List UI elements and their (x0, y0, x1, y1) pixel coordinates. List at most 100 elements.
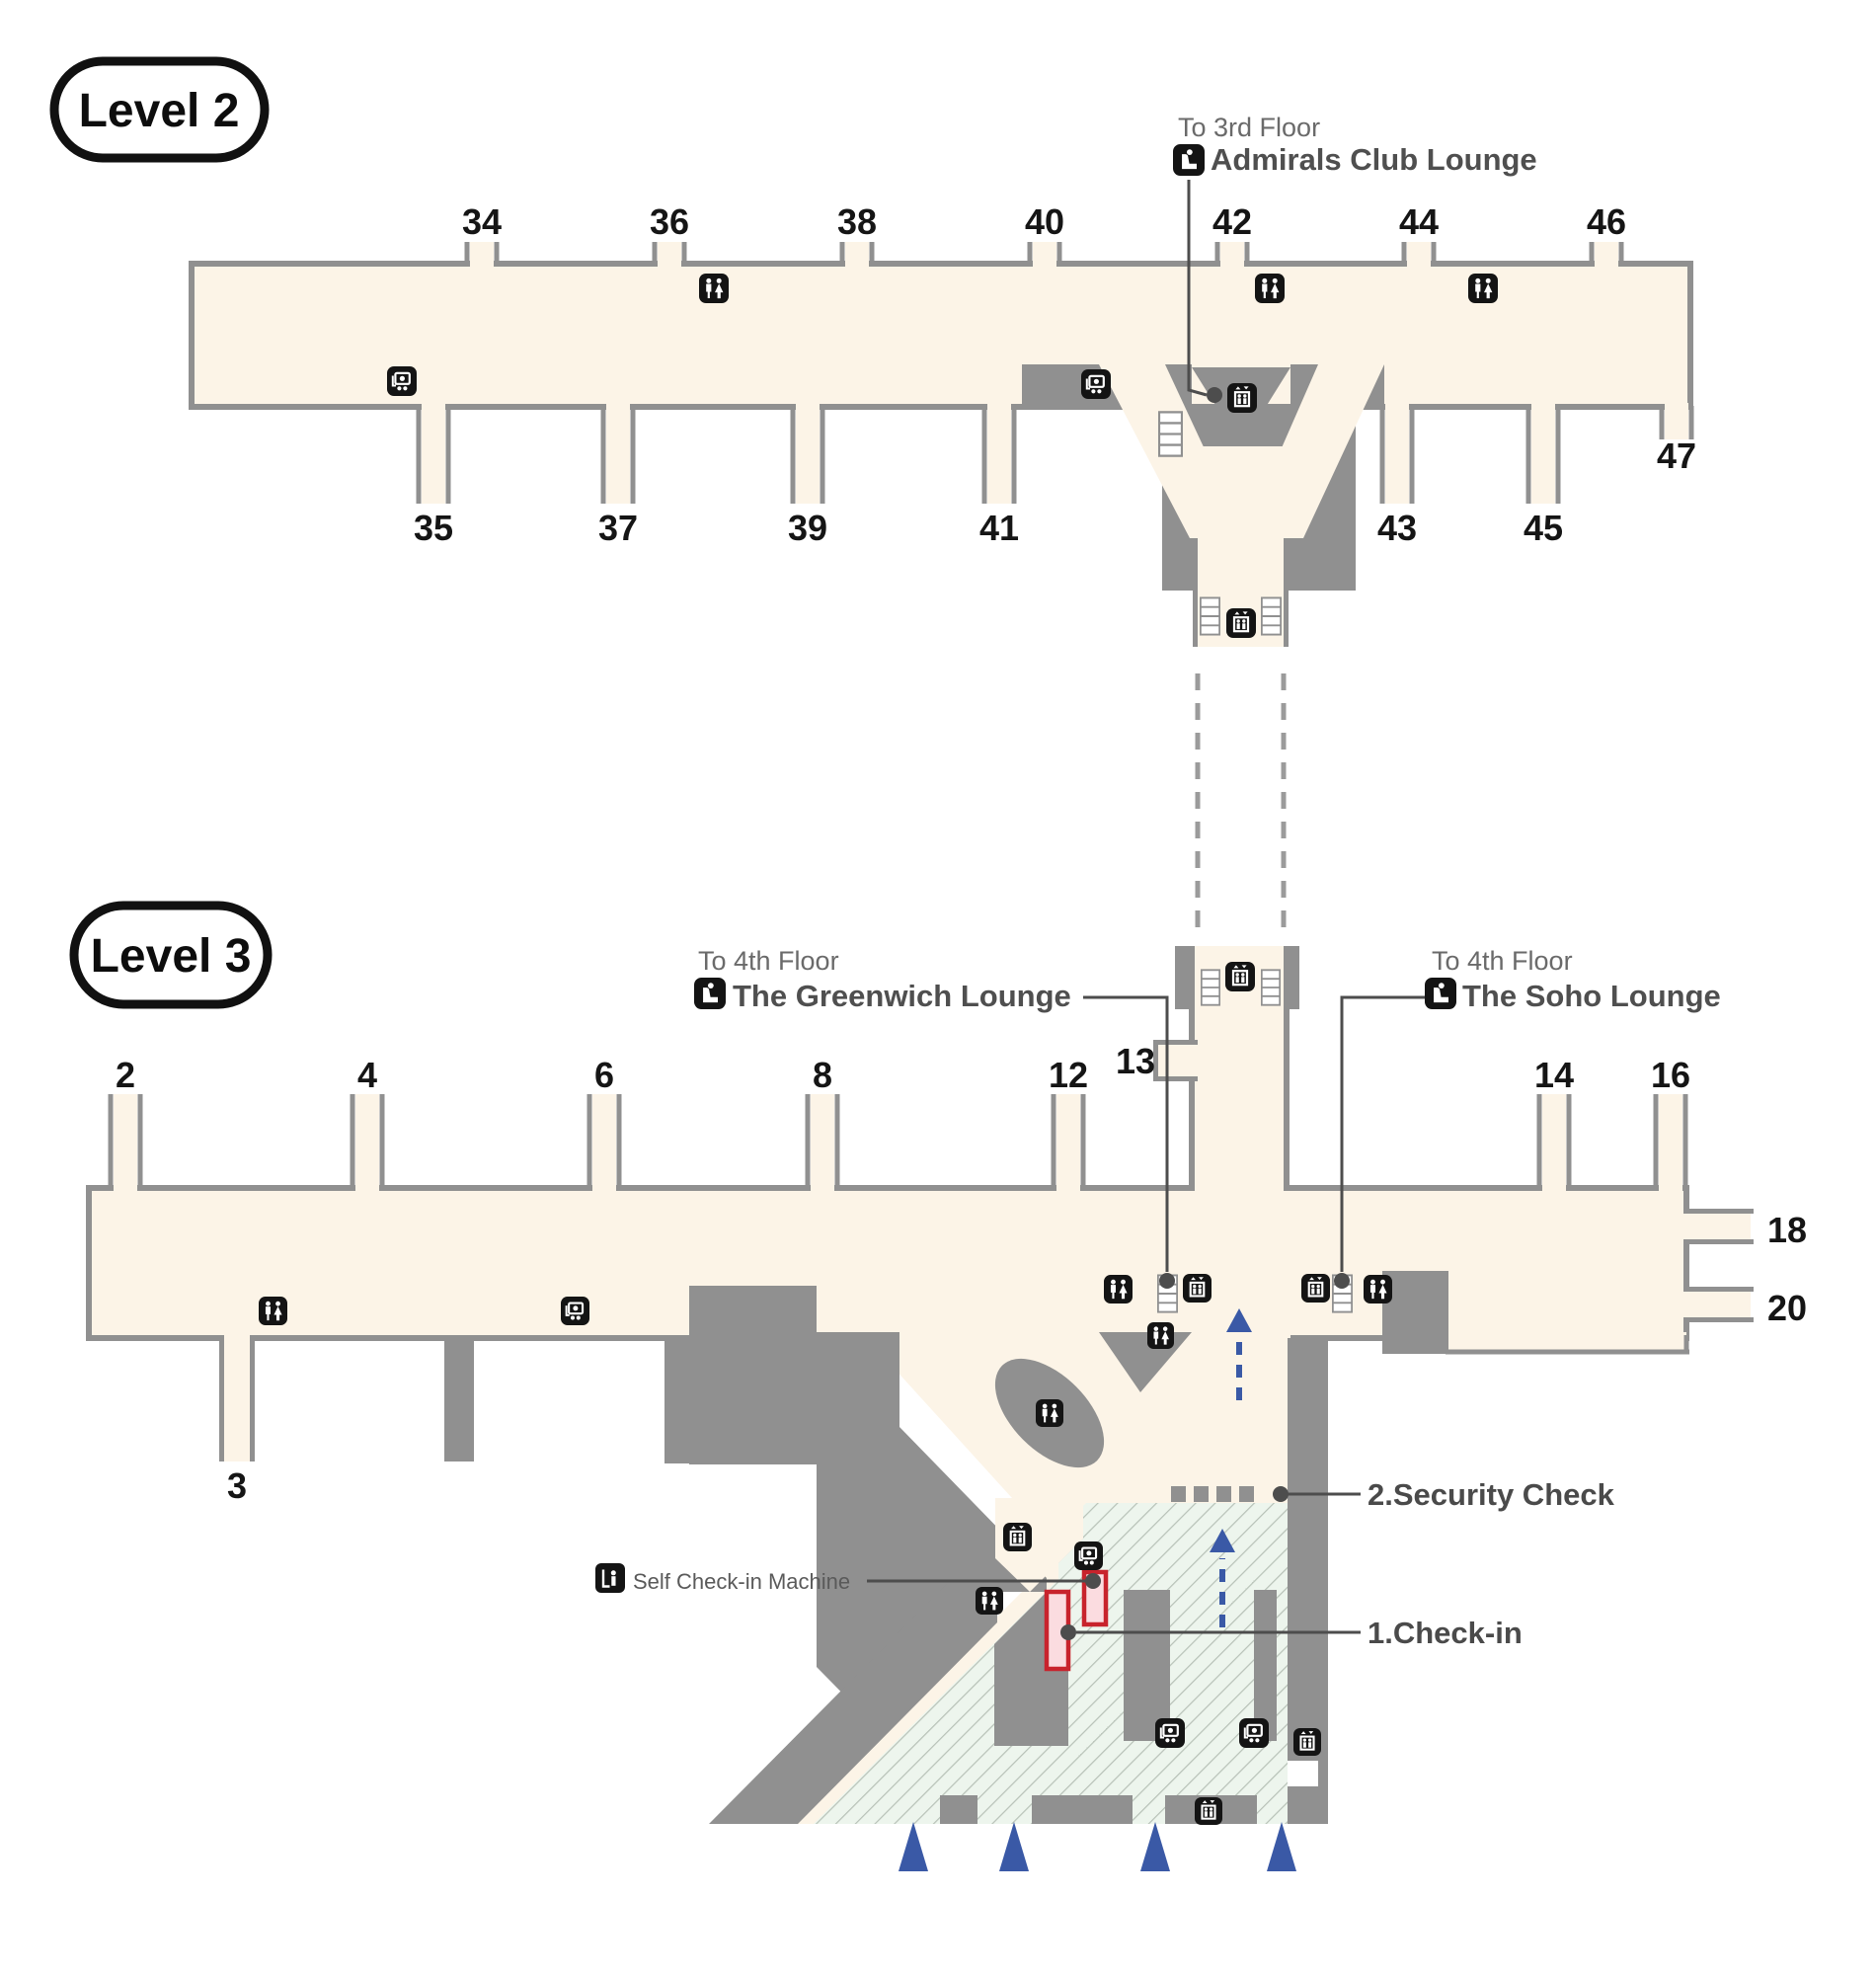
elevator-icon (1301, 1274, 1330, 1303)
gate-stub (114, 1094, 137, 1192)
atm-icon (1074, 1541, 1103, 1570)
gate-number: 6 (594, 1055, 614, 1095)
gate-3-label: 3 (227, 1465, 247, 1506)
leader-line (1187, 180, 1208, 397)
entrance-arrow (1267, 1822, 1296, 1871)
restroom-icon (1104, 1275, 1133, 1304)
atm-icon (1239, 1718, 1269, 1748)
gate-number: 47 (1657, 435, 1696, 476)
stairs-icon (1200, 596, 1220, 636)
gate-number: 41 (979, 508, 1019, 548)
level2-badge: Level 2 (49, 56, 270, 163)
gate-stub (796, 403, 820, 504)
level3-stem (1153, 946, 1299, 1193)
direction-arrow (1226, 1308, 1252, 1400)
gate-stub (1220, 242, 1244, 268)
gate-number: 2 (116, 1055, 135, 1095)
security-gates (1171, 1486, 1254, 1502)
wall-notch (1288, 1761, 1318, 1786)
checkin-text: 1.Check-in (1368, 1616, 1523, 1650)
level-connector (1195, 673, 1287, 938)
security-label: 2.Security Check (1273, 1477, 1615, 1512)
level2-stem-walls (1162, 541, 1321, 647)
level3-badge: Level 3 (69, 901, 273, 1009)
gate-stub (811, 1094, 834, 1192)
gate-number: 43 (1377, 508, 1417, 548)
gate-18: 18 (1683, 1209, 1807, 1250)
restroom-icon (1255, 274, 1285, 303)
lounge-icon (1173, 144, 1205, 176)
lounge-name: The Greenwich Lounge (733, 979, 1071, 1013)
atm-icon (1081, 369, 1111, 399)
leader-line (1083, 995, 1169, 1272)
leader-dot (1207, 387, 1222, 403)
leader-dot (1159, 1273, 1175, 1289)
gate-number: 46 (1587, 201, 1626, 242)
gate-stub (845, 242, 869, 268)
gate-3: 3 (219, 1332, 255, 1506)
gate-stub (987, 403, 1011, 504)
security-text: 2.Security Check (1368, 1477, 1615, 1512)
self-checkin-label: Self Check-in Machine (595, 1563, 1101, 1594)
restroom-icon (1364, 1275, 1392, 1304)
entrance-arrows (899, 1822, 1296, 1871)
gate-number: 34 (462, 201, 502, 242)
to-floor-text: To 4th Floor (698, 946, 839, 976)
elevator-icon (1183, 1274, 1212, 1303)
gate-number: 8 (813, 1055, 832, 1095)
entrance-arrow (1140, 1822, 1170, 1871)
elevator-bay (995, 1498, 1083, 1592)
gate-stub (1056, 1094, 1080, 1192)
gate-stub (1659, 1094, 1682, 1192)
level2-concourse (189, 261, 1693, 410)
lounge-icon (1425, 978, 1456, 1009)
gate-18-label: 18 (1767, 1210, 1807, 1250)
direction-arrow (1210, 1529, 1235, 1627)
gate-number: 42 (1212, 201, 1252, 242)
gate-stub (1385, 403, 1409, 504)
restroom-icon (976, 1587, 1003, 1615)
to-floor-text: To 3rd Floor (1178, 113, 1320, 142)
gate-stub (606, 403, 630, 504)
elevator-icon (1293, 1728, 1321, 1756)
level3-right-hall (1382, 1271, 1689, 1355)
leader-dot (1334, 1273, 1350, 1289)
leader-line (1340, 995, 1425, 1272)
gate-stub (355, 1094, 379, 1192)
gate-13-label: 13 (1116, 1041, 1155, 1081)
gate-stub (470, 242, 494, 268)
elevator-icon (1225, 962, 1255, 991)
elevator-icon (1226, 608, 1256, 638)
stairs-icon (1261, 969, 1281, 1006)
lounge-name: The Soho Lounge (1462, 979, 1721, 1013)
self-checkin-icon (595, 1563, 625, 1593)
gate-stub (1033, 242, 1056, 268)
gate-stub (1595, 242, 1618, 268)
gate-number: 37 (598, 508, 638, 548)
gate-stub (1407, 242, 1431, 268)
gate-number: 45 (1524, 508, 1563, 548)
entrance-arrow (999, 1822, 1029, 1871)
lounge-icon (694, 978, 726, 1009)
gate-stub (592, 1094, 616, 1192)
elevator-icon (1003, 1523, 1032, 1551)
gate-number: 36 (650, 201, 689, 242)
gate-stub (1531, 403, 1555, 504)
stairs-icon (1158, 411, 1183, 457)
self-checkin-text: Self Check-in Machine (633, 1569, 850, 1594)
gate-number: 40 (1025, 201, 1064, 242)
restroom-icon (1036, 1399, 1063, 1427)
gate-stub (422, 403, 445, 504)
stairs-icon (1201, 969, 1220, 1006)
gate-number: 14 (1534, 1055, 1574, 1095)
checkin-label: 1.Check-in (1060, 1616, 1523, 1650)
atm-icon (561, 1297, 589, 1325)
level3-lounge-note-left: To 4th Floor The Greenwich Lounge (694, 946, 1175, 1289)
restroom-icon (1147, 1322, 1174, 1349)
restroom-icon (699, 274, 729, 303)
